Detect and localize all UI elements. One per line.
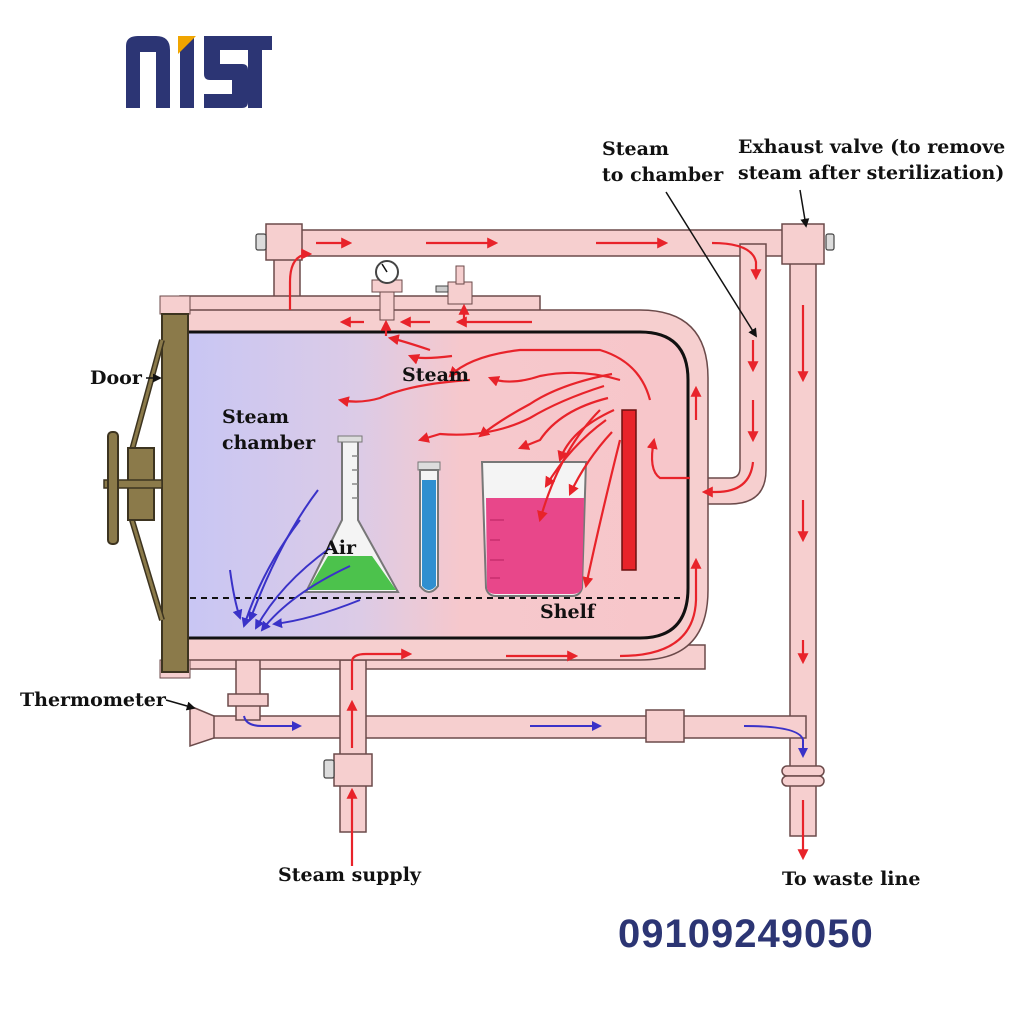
- steam-chamber-label: Steam chamber: [222, 406, 316, 454]
- safety-valve: [435, 265, 473, 305]
- air-flow-arrows: [229, 489, 808, 758]
- erlenmeyer-flask: [304, 435, 400, 593]
- thermometer-label: Thermometer: [20, 689, 166, 711]
- valve-knobs: [255, 233, 835, 779]
- door-handle-bar: [103, 479, 163, 489]
- thermometer-riser: [235, 657, 261, 721]
- door-frame-top: [159, 295, 191, 315]
- steam-flow-arrows: [288, 237, 809, 866]
- door-label: Door: [90, 367, 142, 389]
- steam-label: Steam: [402, 364, 470, 386]
- lower-pipe-coupling: [645, 709, 685, 743]
- beaker: [480, 461, 588, 597]
- top-left-valve-block: [265, 223, 303, 261]
- thermometer-fitting: [227, 693, 269, 707]
- door-assembly: [103, 295, 191, 679]
- exhaust-valve-block: [781, 223, 825, 265]
- steam-to-chamber-label: Steam to chamber: [602, 138, 724, 186]
- to-waste-line-label: To waste line: [782, 868, 921, 890]
- steam-supply-label: Steam supply: [278, 864, 421, 886]
- air-label: Air: [324, 537, 356, 559]
- pressure-gauge: [371, 260, 403, 321]
- phone-number: 09109249050: [618, 912, 874, 956]
- door-handle-grip: [107, 431, 119, 545]
- exhaust-valve-label: Exhaust valve (to remove steam after ste…: [738, 136, 1006, 184]
- drain-ring-2: [781, 775, 825, 787]
- thermometer-head: [189, 704, 215, 748]
- nst-logo: [126, 36, 272, 108]
- drain-ring-1: [781, 765, 825, 777]
- shelf-label: Shelf: [540, 601, 596, 623]
- heater-element: [621, 409, 637, 571]
- steam-supply-valve: [333, 753, 373, 787]
- test-tube: [417, 461, 441, 593]
- door-panel: [161, 313, 189, 673]
- leader-lines: [146, 189, 810, 711]
